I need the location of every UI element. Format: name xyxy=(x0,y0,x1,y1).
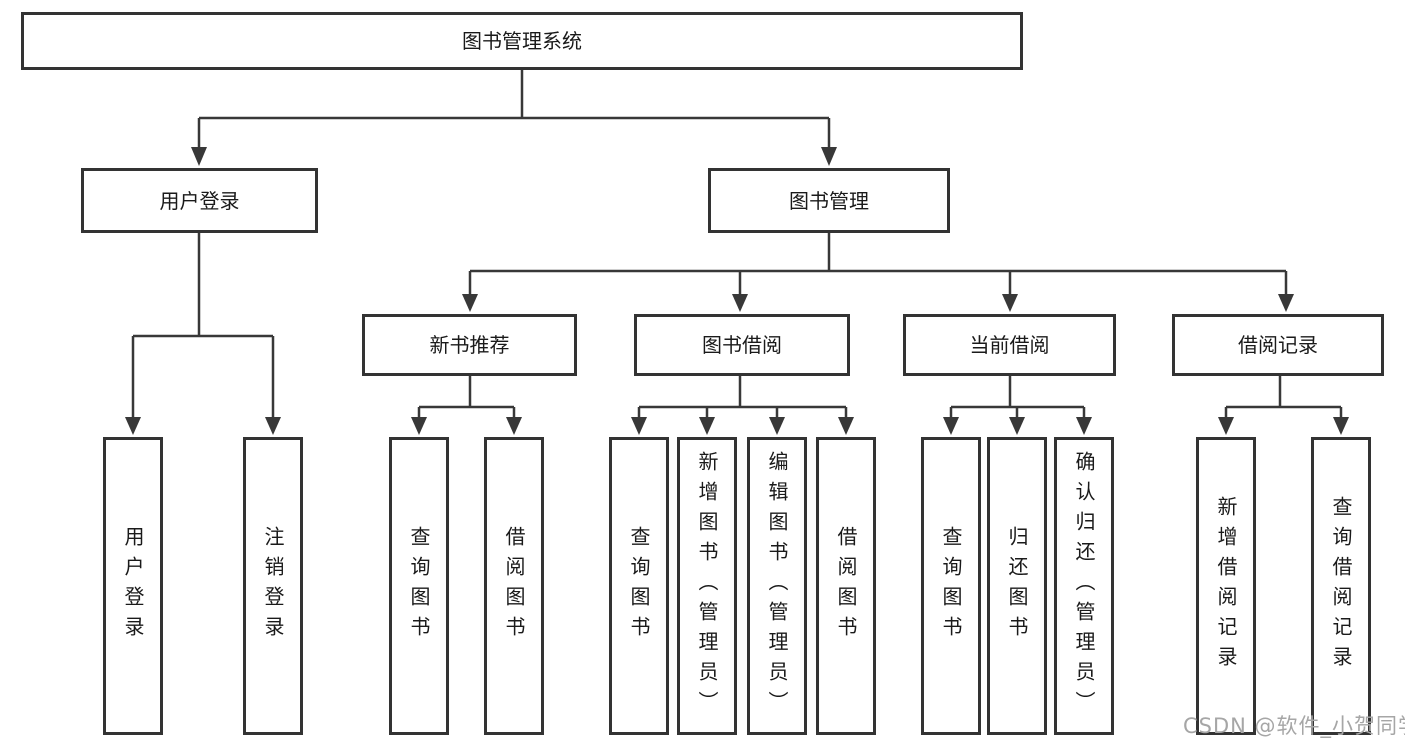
leaf-query-books-current: 查询图书 xyxy=(921,437,981,735)
leaf-label: 新增图书（管理员） xyxy=(695,451,719,721)
leaf-query-borrow-record: 查询借阅记录 xyxy=(1311,437,1371,735)
node-label: 当前借阅 xyxy=(969,333,1050,357)
leaf-label: 确认归还（管理员） xyxy=(1072,451,1096,721)
node-label: 图书管理 xyxy=(789,188,869,213)
leaf-label: 查询图书 xyxy=(939,526,963,646)
node-label: 图书管理系统 xyxy=(462,29,582,53)
node-label: 图书借阅 xyxy=(702,333,782,357)
leaf-return-books: 归还图书 xyxy=(987,437,1047,735)
leaf-label: 借阅图书 xyxy=(502,526,526,646)
leaf-label: 用户登录 xyxy=(121,526,145,646)
leaf-label: 借阅图书 xyxy=(834,526,858,646)
leaf-add-book-admin: 新增图书（管理员） xyxy=(677,437,737,735)
node-label: 用户登录 xyxy=(159,188,240,213)
leaf-label: 新增借阅记录 xyxy=(1214,496,1238,676)
node-book-borrowing: 图书借阅 xyxy=(634,314,850,376)
leaf-label: 归还图书 xyxy=(1005,526,1029,646)
node-label: 新书推荐 xyxy=(429,333,510,357)
leaf-query-books-borrowing: 查询图书 xyxy=(609,437,669,735)
leaf-query-books-recommend: 查询图书 xyxy=(389,437,449,735)
leaf-label: 编辑图书（管理员） xyxy=(765,451,789,721)
arrowheads xyxy=(125,147,1349,435)
node-user-login: 用户登录 xyxy=(81,168,318,233)
leaf-logout: 注销登录 xyxy=(243,437,303,735)
node-book-management-system: 图书管理系统 xyxy=(21,12,1023,70)
node-book-management: 图书管理 xyxy=(708,168,950,233)
leaf-borrow-books-borrowing: 借阅图书 xyxy=(816,437,876,735)
leaf-edit-book-admin: 编辑图书（管理员） xyxy=(747,437,807,735)
node-borrowing-records: 借阅记录 xyxy=(1172,314,1384,376)
leaf-add-borrow-record: 新增借阅记录 xyxy=(1196,437,1256,735)
leaf-user-login: 用户登录 xyxy=(103,437,163,735)
leaf-confirm-return-admin: 确认归还（管理员） xyxy=(1054,437,1114,735)
watermark: CSDN @软件_小贺同学 xyxy=(1183,714,1405,738)
leaf-label: 查询借阅记录 xyxy=(1329,496,1353,676)
leaf-label: 注销登录 xyxy=(261,526,285,646)
leaf-label: 查询图书 xyxy=(407,526,431,646)
node-new-book-recommend: 新书推荐 xyxy=(362,314,577,376)
leaf-label: 查询图书 xyxy=(627,526,651,646)
node-label: 借阅记录 xyxy=(1238,333,1318,357)
node-current-borrowing: 当前借阅 xyxy=(903,314,1116,376)
leaf-borrow-books-recommend: 借阅图书 xyxy=(484,437,544,735)
